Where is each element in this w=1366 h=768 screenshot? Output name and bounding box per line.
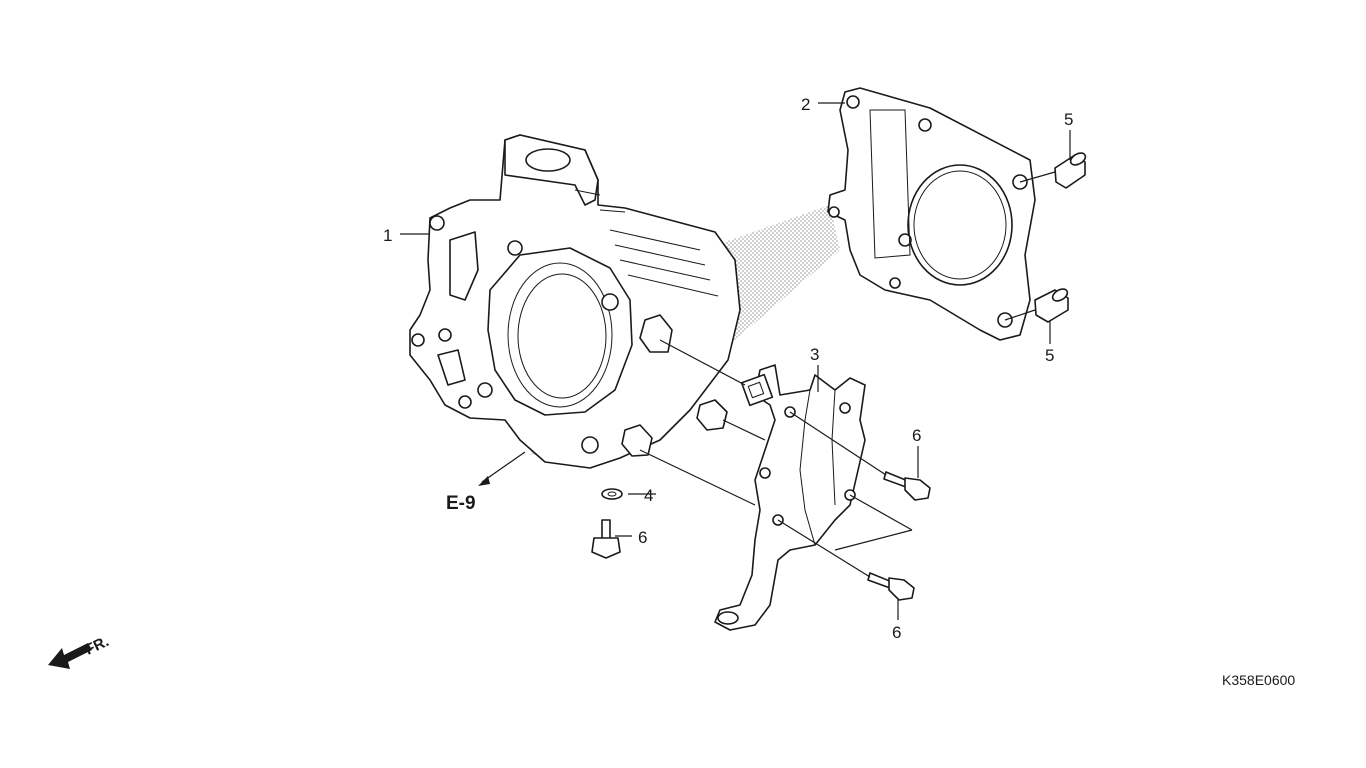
cylinder-part[interactable] <box>409 134 741 469</box>
callout-5-upper: 5 <box>1064 110 1073 129</box>
leader-lines <box>400 102 1071 620</box>
front-direction-label: FR. <box>83 633 112 659</box>
bolt-left[interactable] <box>591 519 621 559</box>
bolt-lower-right[interactable] <box>867 572 915 601</box>
bracket-part[interactable] <box>714 364 866 631</box>
callout-6-upper-right: 6 <box>912 426 921 445</box>
callout-4: 4 <box>644 486 653 505</box>
callout-2: 2 <box>801 95 810 114</box>
callout-1: 1 <box>383 226 392 245</box>
dowel-pin-upper[interactable] <box>1054 151 1087 189</box>
callout-6-left: 6 <box>638 528 647 547</box>
reference-link-e9[interactable]: E-9 <box>446 493 476 514</box>
bolt-upper-right[interactable] <box>883 471 931 501</box>
gasket-part[interactable] <box>827 87 1036 341</box>
washer-part[interactable] <box>601 488 623 500</box>
callout-5-lower: 5 <box>1045 346 1054 365</box>
front-direction-arrow-icon <box>48 643 92 669</box>
callout-6-lower-right: 6 <box>892 623 901 642</box>
callout-3: 3 <box>810 345 819 364</box>
drawing-code: K358E0600 <box>1222 672 1295 688</box>
dowel-pin-lower[interactable] <box>1034 287 1069 323</box>
